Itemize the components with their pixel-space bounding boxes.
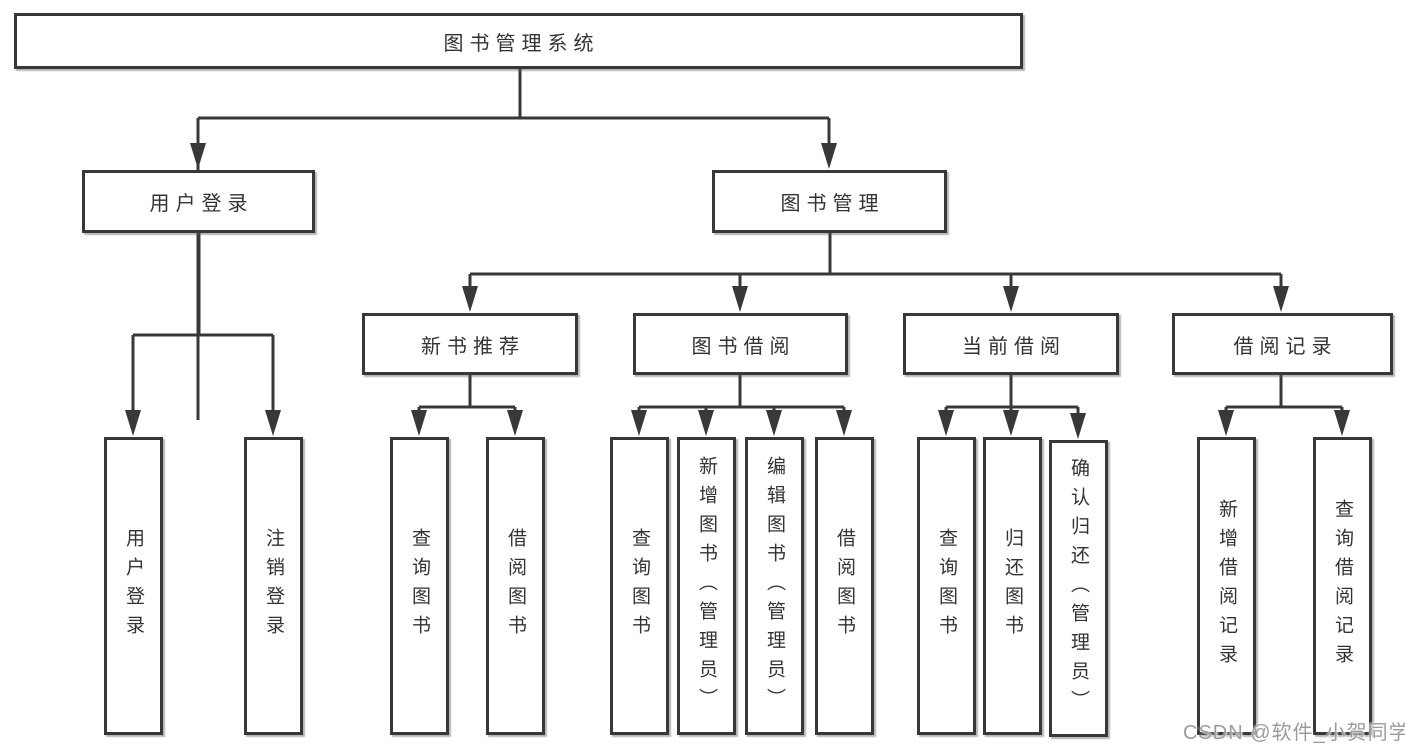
csdn-watermark: CSDN @软件_小贺同学 bbox=[1183, 722, 1405, 744]
leaf-nb-borrow-books: 借阅图书 bbox=[486, 437, 545, 735]
node-new-book-recommend-label: 新书推荐 bbox=[421, 335, 525, 358]
leaf-br-query-record: 查询借阅记录 bbox=[1313, 437, 1372, 735]
leaf-logout-label: 注销登录 bbox=[263, 528, 284, 644]
node-borrow-record-label: 借阅记录 bbox=[1233, 335, 1338, 358]
leaf-cb-return-books-label: 归还图书 bbox=[1002, 528, 1023, 644]
node-current-borrow: 当前借阅 bbox=[903, 313, 1119, 375]
node-book-borrow: 图书借阅 bbox=[633, 313, 848, 375]
leaf-br-add-record: 新增借阅记录 bbox=[1197, 437, 1256, 735]
node-borrow-record: 借阅记录 bbox=[1172, 313, 1393, 375]
leaf-cb-confirm-return-admin: 确认归还（管理员） bbox=[1049, 440, 1108, 737]
leaf-logout: 注销登录 bbox=[244, 437, 303, 735]
leaf-bb-add-books-admin-label: 新增图书（管理员） bbox=[696, 455, 717, 717]
node-book-management: 图书管理 bbox=[712, 170, 947, 233]
connector-borrowrecord-to-children bbox=[1224, 375, 1344, 424]
node-user-login-label: 用户登录 bbox=[149, 193, 254, 215]
leaf-bb-edit-books-admin-label: 编辑图书（管理员） bbox=[764, 455, 785, 717]
leaf-bb-add-books-admin: 新增图书（管理员） bbox=[677, 437, 736, 735]
leaf-user-login: 用户登录 bbox=[104, 437, 163, 735]
node-book-management-label: 图书管理 bbox=[780, 193, 885, 215]
node-root: 图书管理系统 bbox=[14, 13, 1023, 69]
leaf-bb-edit-books-admin: 编辑图书（管理员） bbox=[745, 437, 804, 735]
leaf-cb-return-books: 归还图书 bbox=[983, 437, 1042, 735]
leaf-bb-query-books: 查询图书 bbox=[610, 437, 669, 735]
leaf-nb-query-books: 查询图书 bbox=[390, 437, 449, 735]
leaf-nb-query-books-label: 查询图书 bbox=[409, 528, 430, 644]
connector-newbookrec-to-children bbox=[417, 375, 517, 424]
connector-bookmgmt-to-level2 bbox=[468, 233, 1283, 300]
leaf-cb-query-books: 查询图书 bbox=[917, 437, 976, 735]
leaf-br-add-record-label: 新增借阅记录 bbox=[1216, 499, 1237, 673]
connector-userlogin-to-children bbox=[131, 233, 275, 424]
leaf-bb-borrow-books: 借阅图书 bbox=[815, 437, 874, 735]
leaf-cb-query-books-label: 查询图书 bbox=[936, 528, 957, 644]
node-root-label: 图书管理系统 bbox=[443, 32, 600, 55]
connector-root-to-level1 bbox=[196, 69, 831, 420]
leaf-user-login-label: 用户登录 bbox=[123, 528, 144, 644]
node-current-borrow-label: 当前借阅 bbox=[962, 335, 1066, 358]
leaf-br-query-record-label: 查询借阅记录 bbox=[1332, 499, 1353, 673]
leaf-nb-borrow-books-label: 借阅图书 bbox=[505, 528, 526, 644]
leaf-bb-borrow-books-label: 借阅图书 bbox=[834, 528, 855, 644]
leaf-cb-confirm-return-admin-label: 确认归还（管理员） bbox=[1068, 458, 1089, 719]
connector-bookborrow-to-children bbox=[637, 375, 846, 424]
node-new-book-recommend: 新书推荐 bbox=[362, 313, 578, 375]
arrowheads bbox=[125, 143, 1350, 439]
node-user-login: 用户登录 bbox=[82, 170, 315, 233]
leaf-bb-query-books-label: 查询图书 bbox=[629, 528, 650, 644]
node-book-borrow-label: 图书借阅 bbox=[691, 335, 796, 358]
